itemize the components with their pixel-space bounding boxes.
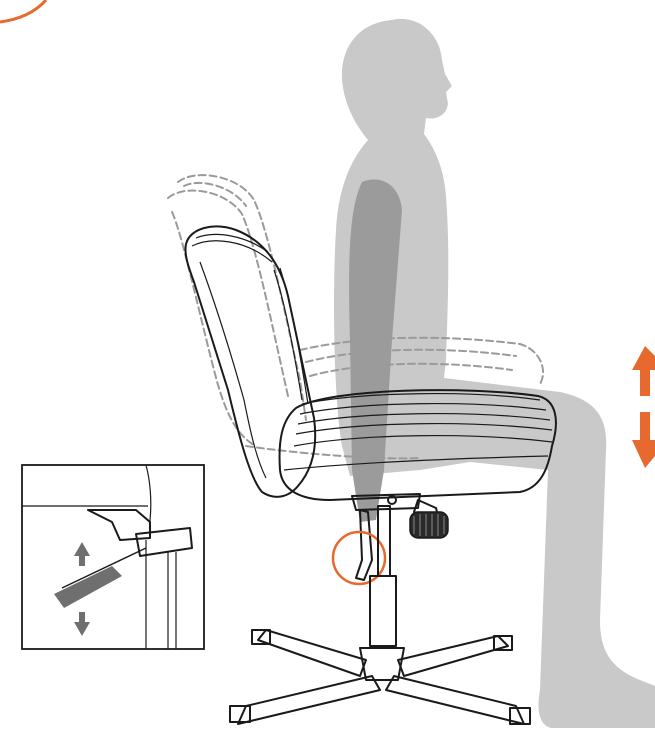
up-down-arrow-icon — [632, 346, 655, 468]
lever-detail-inset — [22, 465, 204, 649]
chair-backrest — [185, 226, 315, 496]
chair-star-base — [230, 630, 530, 724]
corner-arc-icon — [0, 0, 46, 22]
tension-knob — [410, 512, 448, 538]
